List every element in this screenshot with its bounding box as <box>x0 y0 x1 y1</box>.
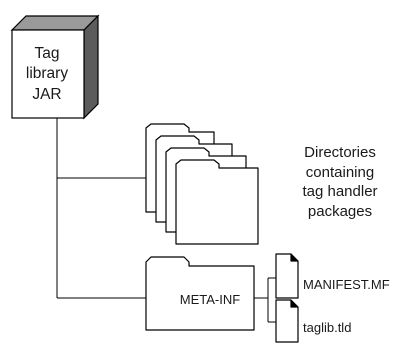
directories-label: Directories containing tag handler packa… <box>278 143 402 221</box>
directories-label-line: packages <box>307 202 373 220</box>
jar-cube-top <box>10 15 100 31</box>
connector-lines <box>56 118 276 323</box>
jar-cube-icon <box>10 14 100 120</box>
jar-label: Tag library JAR <box>12 44 82 105</box>
directories-label-line: containing <box>305 163 375 181</box>
meta-inf-folder-icon <box>145 256 255 331</box>
directories-label-line: tag handler <box>302 183 378 200</box>
directory-folders-icon <box>145 123 259 245</box>
jar-label-line: Tag <box>34 45 60 62</box>
manifest-file-label: MANIFEST.MF <box>303 277 390 292</box>
directories-label-line: Directories <box>304 144 376 161</box>
jar-cube-front <box>11 29 85 119</box>
taglib-file-label: taglib.tld <box>303 320 352 335</box>
jar-label-line: JAR <box>32 85 62 103</box>
meta-inf-label: META-INF <box>179 292 241 307</box>
taglib-file-icon <box>275 299 299 343</box>
jar-label-line: library <box>25 65 69 83</box>
jar-cube-side <box>83 14 99 120</box>
manifest-file-icon <box>275 253 299 299</box>
folder-4 <box>175 159 259 245</box>
